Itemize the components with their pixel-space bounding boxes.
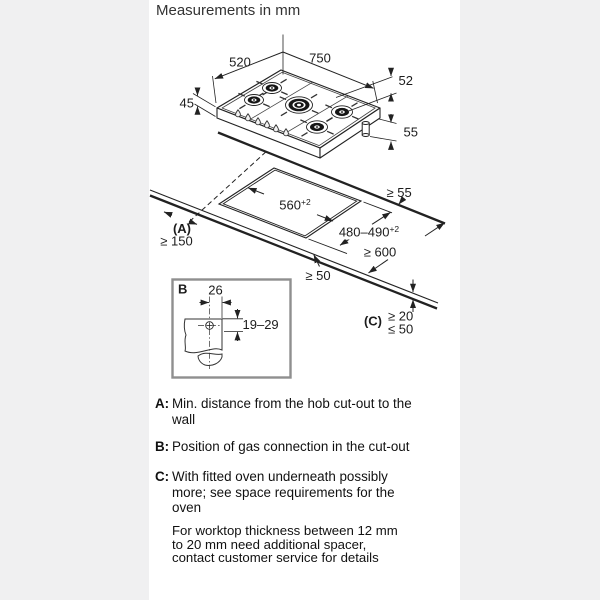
legend-item-b: B: Position of gas connection in the cut… xyxy=(155,439,409,455)
control-knob-icons xyxy=(235,109,289,137)
legend-key-b: B: xyxy=(155,439,170,454)
burner-back-left xyxy=(262,82,282,94)
dim-thickness-max-label: ≤ 50 xyxy=(388,322,413,337)
dim-hob-height-below-label: 55 xyxy=(404,125,418,140)
page-title: Measurements in mm xyxy=(156,2,301,19)
spacer-note: For worktop thickness between 12 mm to 2… xyxy=(172,524,398,565)
legend-text: oven xyxy=(172,500,202,515)
label-c: (C) xyxy=(364,314,382,329)
content-panel: Measurements in mm xyxy=(149,0,460,600)
detail-b-dimensions xyxy=(199,299,243,341)
pan-supports xyxy=(238,78,359,137)
flame-icon xyxy=(245,113,251,122)
note-line: to 20 mm need additional spacer, xyxy=(172,536,367,552)
burner-back-right xyxy=(331,105,353,119)
flame-icon xyxy=(264,120,270,129)
legend-key-a: A: xyxy=(155,396,170,411)
dim-hob-height-left-label: 45 xyxy=(180,96,194,111)
dim-hob-depth-label: 520 xyxy=(229,55,251,70)
burners xyxy=(244,82,353,134)
dim-min-depth-label: ≥ 600 xyxy=(364,245,396,260)
hob-installation-diagram: 560+2 480–490+2 ≥ 55 (A) ≥ 150 ≥ 50 ≥ 60… xyxy=(149,34,446,379)
cutout-inner-outline xyxy=(222,169,358,237)
burner-front-right xyxy=(306,120,328,134)
dim-thickness-min-label: ≥ 20 xyxy=(388,309,413,324)
hob-drawing xyxy=(216,69,381,159)
legend-text: With fitted oven underneath possibly xyxy=(172,469,388,484)
gas-connection-pipe xyxy=(361,121,370,137)
hob-dimensions xyxy=(192,34,397,150)
flame-icon xyxy=(235,109,241,118)
dim-cutout-width-label: 560+2 xyxy=(279,197,311,213)
flame-icon xyxy=(273,124,279,133)
dim-min-front-label: ≥ 50 xyxy=(305,268,330,283)
detail-box-b: B xyxy=(171,278,292,379)
dim-hob-width-label: 750 xyxy=(309,51,331,66)
worktop-front-edge-bottom xyxy=(149,194,438,310)
gas-connection-centerlines xyxy=(198,296,223,369)
burner-center-wok xyxy=(285,96,313,114)
legend-text: Min. distance from the hob cut-out to th… xyxy=(172,396,412,411)
dim-gas-offset-v-label: 19–29 xyxy=(243,317,279,332)
note-line: contact customer service for details xyxy=(172,550,379,566)
dim-min-wall-label: ≥ 150 xyxy=(160,234,192,249)
dim-min-back-label: ≥ 55 xyxy=(387,185,412,200)
gas-connection-symbol xyxy=(205,321,214,330)
dim-cutout-depth-label: 480–490+2 xyxy=(339,224,400,240)
hob-front-right-face xyxy=(319,107,381,159)
legend-key-c: C: xyxy=(155,469,170,484)
legend-item-a: A: Min. distance from the hob cut-out to… xyxy=(155,396,412,427)
hob-rim xyxy=(221,71,376,147)
legend-text: more; see space requirements for the xyxy=(172,484,395,500)
burner-front-left xyxy=(244,94,264,106)
detail-b-label: B xyxy=(178,282,187,297)
worktop-front-edge-top xyxy=(149,189,439,304)
label-a: (A) xyxy=(173,221,191,236)
worktop-back-edge xyxy=(217,131,446,225)
legend-text: Position of gas connection in the cut-ou… xyxy=(172,439,410,454)
dim-hob-height-right-label: 52 xyxy=(399,73,413,88)
legend-text: wall xyxy=(172,411,196,427)
dim-gas-offset-h-label: 26 xyxy=(208,283,222,298)
flame-icon xyxy=(255,117,261,126)
legend-item-c: C: With fitted oven underneath possibly … xyxy=(155,469,395,516)
flame-icon xyxy=(283,128,289,137)
note-line: For worktop thickness between 12 mm xyxy=(172,523,398,538)
cutout-dimensions xyxy=(163,187,445,274)
